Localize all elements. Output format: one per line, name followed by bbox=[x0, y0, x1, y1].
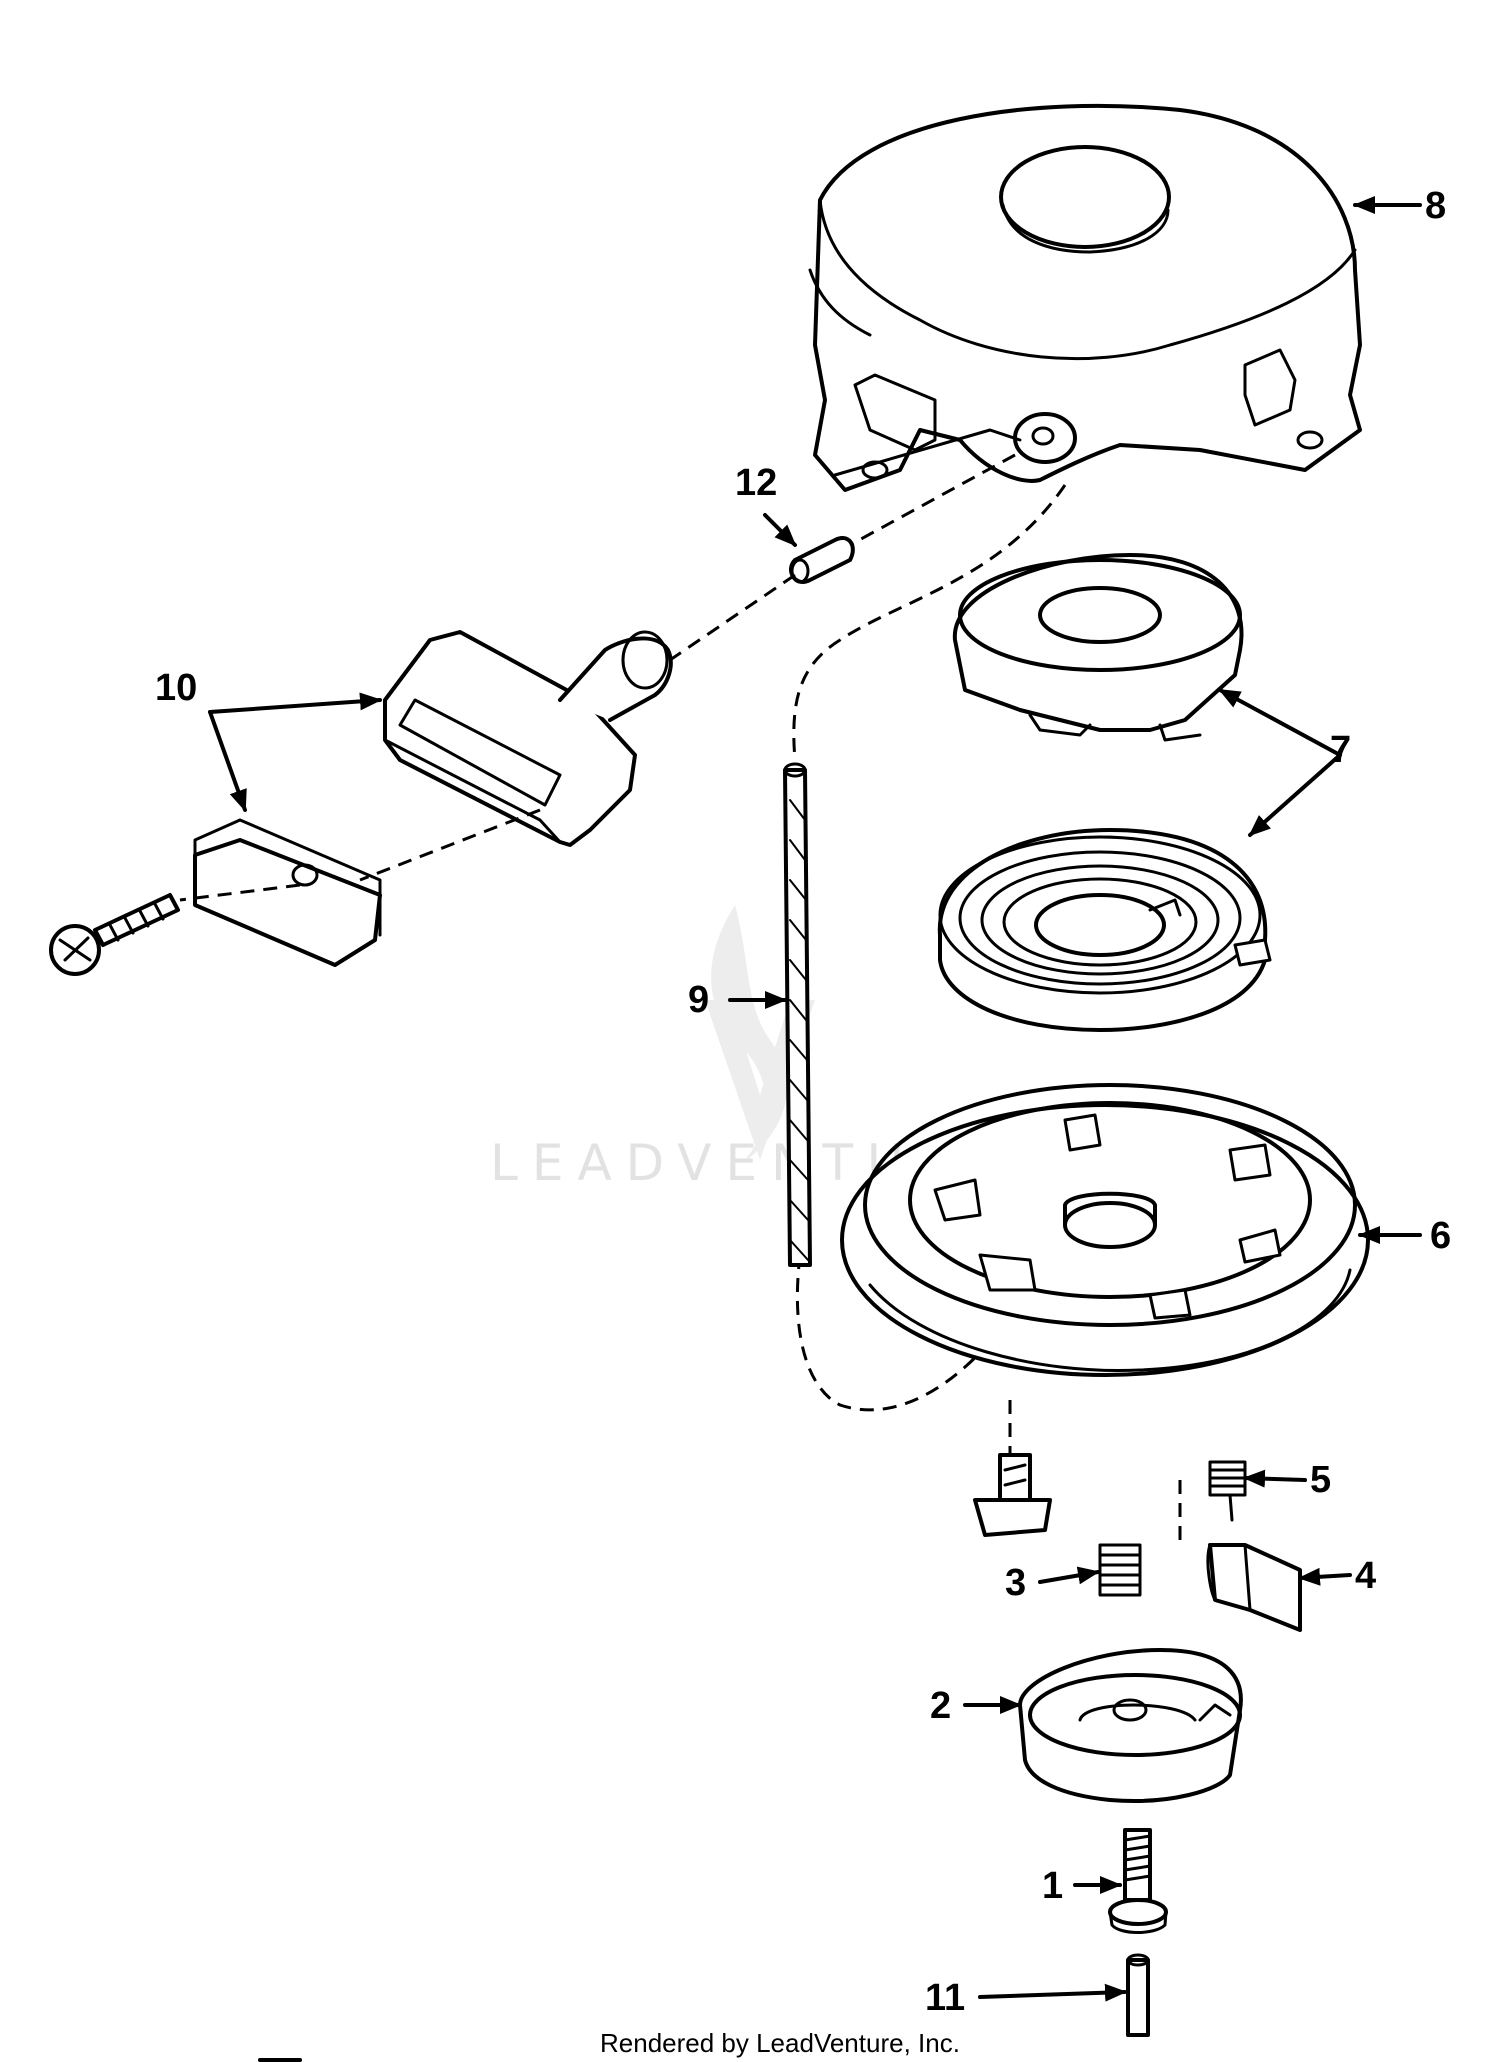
part-4-pawl bbox=[1206, 1543, 1302, 1632]
callout-6: 6 bbox=[1430, 1215, 1451, 1257]
part-10-retainer bbox=[193, 818, 382, 967]
callout-2: 2 bbox=[930, 1685, 951, 1727]
pulley-screw bbox=[973, 1453, 1052, 1537]
part-8-housing bbox=[808, 103, 1362, 492]
part-1-screw bbox=[1108, 1828, 1168, 1934]
callout-7: 7 bbox=[1330, 729, 1351, 771]
assembly-guide-lines bbox=[179, 453, 1182, 1540]
part-3-spring bbox=[1098, 1543, 1142, 1597]
part-12-bushing bbox=[789, 536, 855, 584]
callout-leaders bbox=[208, 196, 1422, 2002]
part-10-handle bbox=[383, 630, 673, 847]
part-11-pin bbox=[1126, 1953, 1150, 2037]
part-6-pulley bbox=[840, 1083, 1370, 1377]
part-5-spring bbox=[1208, 1460, 1247, 1522]
part-7-recoil-spring bbox=[937, 828, 1272, 1032]
callout-5: 5 bbox=[1310, 1459, 1331, 1501]
callout-11: 11 bbox=[925, 1977, 965, 2019]
callout-1: 1 bbox=[1042, 1865, 1063, 1907]
part-7-spring-cup bbox=[952, 553, 1244, 742]
callout-10: 10 bbox=[155, 667, 197, 709]
callout-8: 8 bbox=[1425, 185, 1446, 227]
credit-text: Rendered by LeadVenture, Inc. bbox=[600, 2028, 960, 2058]
callout-12: 12 bbox=[735, 462, 777, 504]
callout-3: 3 bbox=[1005, 1562, 1026, 1604]
part-9-rope bbox=[783, 762, 812, 1267]
handle-screw bbox=[49, 893, 180, 976]
callout-4: 4 bbox=[1355, 1555, 1376, 1597]
callout-labels: 8 12 10 7 9 6 5 4 3 2 1 11 bbox=[155, 185, 1451, 2019]
part-2-pawl-cup bbox=[1018, 1648, 1243, 1803]
callout-9: 9 bbox=[688, 979, 709, 1021]
